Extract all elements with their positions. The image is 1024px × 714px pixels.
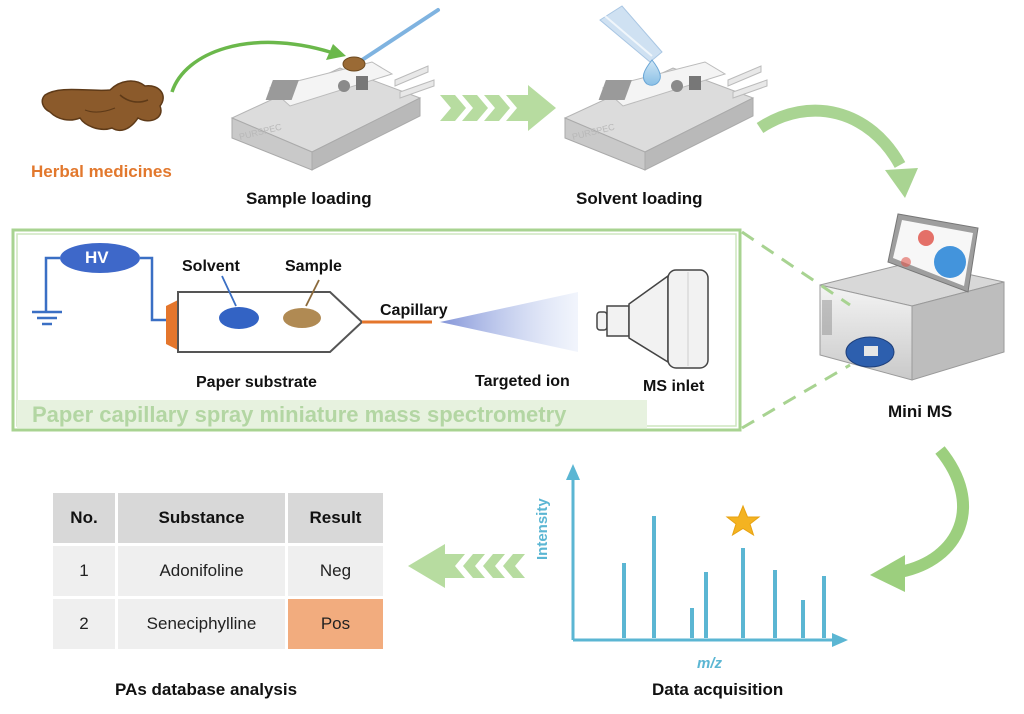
hv-circuit — [32, 243, 168, 326]
pas-database-table: No. Substance Result 1 Adonifoline Neg 2… — [50, 490, 386, 652]
ms-inlet-icon — [596, 269, 709, 369]
herbal-root-icon — [41, 80, 164, 131]
herbal-medicines-label: Herbal medicines — [31, 162, 172, 181]
spatula-icon — [342, 8, 440, 72]
chevron-arrow-right — [440, 85, 556, 131]
row-result-positive: Pos — [285, 596, 386, 652]
spectrum-xlabel: m/z — [697, 655, 723, 672]
spectrum-peak-5 — [741, 548, 745, 638]
star-icon — [725, 504, 761, 537]
table-row: 2 Seneciphylline Pos — [50, 596, 386, 652]
spectrum-peak-4 — [704, 572, 708, 638]
table-header-row: No. Substance Result — [50, 490, 386, 546]
spectrum-peak-7 — [801, 600, 805, 638]
solvent-loading-label: Solvent loading — [576, 189, 703, 208]
mini-ms-label: Mini MS — [888, 402, 953, 421]
paper-substrate — [166, 275, 432, 353]
dashed-connectors — [741, 230, 851, 430]
spectrum-ylabel: Intensity — [534, 498, 551, 560]
spectrum-axes — [566, 464, 848, 647]
row-result: Neg — [285, 543, 386, 599]
solvent-spot — [219, 307, 259, 329]
spectrum-peak-6 — [773, 570, 777, 638]
table-row: 1 Adonifoline Neg — [50, 543, 386, 599]
targeted-ion-label: Targeted ion — [475, 373, 570, 390]
capillary-label: Capillary — [380, 302, 448, 319]
row-no: 1 — [50, 543, 118, 599]
ion-plume — [440, 292, 578, 352]
paper-spray-cartridge-sample: PURSPEC — [230, 61, 435, 171]
spectrum-peaks — [622, 516, 826, 638]
schematic-frame — [11, 228, 742, 432]
row-substance: Seneciphylline — [115, 596, 288, 652]
solvent-label: Solvent — [182, 258, 240, 275]
spectrum-peak-1 — [622, 563, 626, 638]
pipette-drop-icon — [599, 5, 663, 86]
pas-database-title: PAs database analysis — [115, 680, 298, 699]
curved-arrow-to-spoon — [170, 40, 346, 93]
hv-source — [60, 243, 140, 273]
column-header-no: No. — [50, 490, 118, 546]
column-header-result: Result — [285, 490, 386, 546]
mini-ms-instrument — [819, 213, 1005, 381]
spectrum-peak-8 — [822, 576, 826, 638]
spectrum-peak-2 — [652, 516, 656, 638]
column-header-substance: Substance — [115, 490, 288, 546]
row-substance: Adonifoline — [115, 543, 288, 599]
hv-label: HV — [85, 248, 109, 267]
paper-spray-cartridge-solvent: PURSPEC — [563, 61, 768, 171]
data-acquisition-label: Data acquisition — [652, 680, 784, 699]
row-no: 2 — [50, 596, 118, 652]
paper-substrate-label: Paper substrate — [196, 374, 317, 391]
chevron-arrow-left — [408, 544, 525, 588]
schematic-banner: Paper capillary spray miniature mass spe… — [32, 402, 567, 427]
sample-spot — [283, 308, 321, 328]
ms-inlet-label: MS inlet — [643, 378, 705, 395]
sample-loading-label: Sample loading — [246, 189, 372, 208]
curved-arrow-to-spectrum — [870, 446, 970, 592]
spectrum-peak-3 — [690, 608, 694, 638]
sample-label: Sample — [285, 258, 342, 275]
curved-arrow-to-mini-ms — [756, 104, 918, 198]
